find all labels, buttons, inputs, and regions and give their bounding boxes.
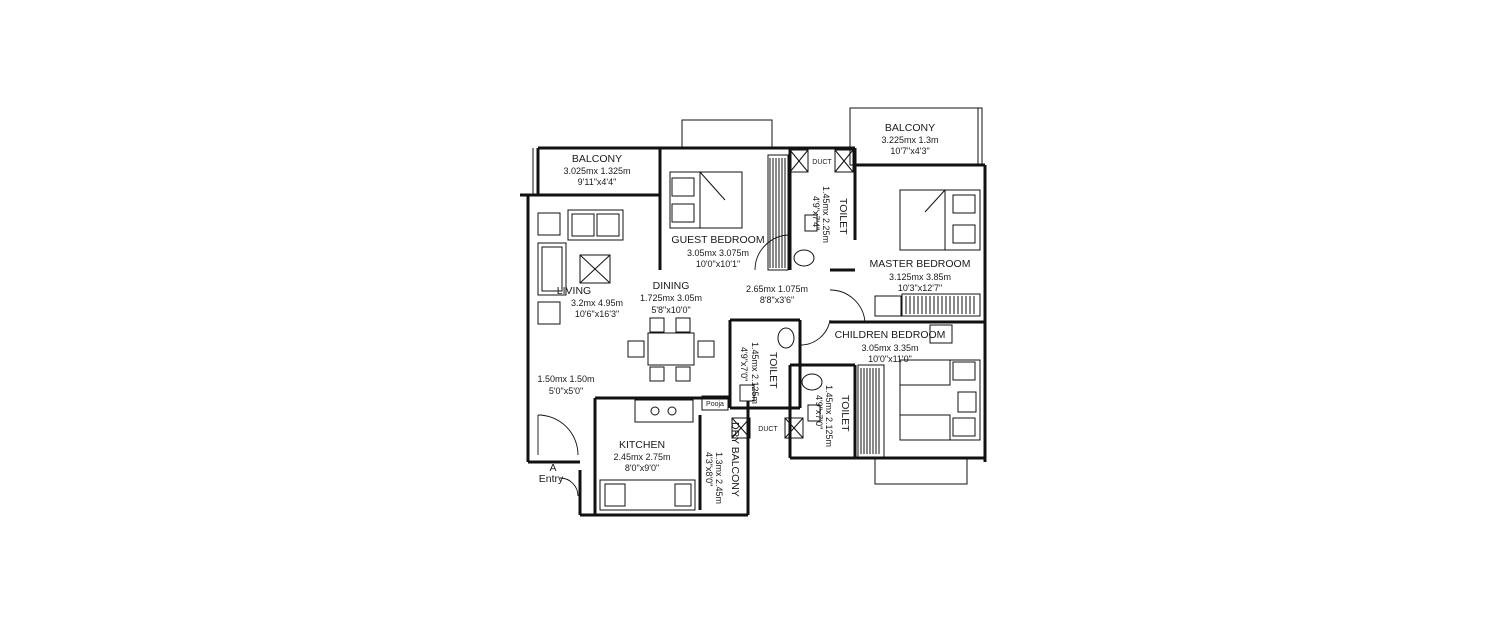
- toilet-bottom-name: TOILET: [839, 395, 851, 432]
- room-labels: BALCONY 3.025mx 1.325m 9'11"x4'4" BALCON…: [537, 122, 970, 504]
- living-area-m: 3.2mx 4.95m: [571, 298, 623, 308]
- balcony-right-area-ft: 10'7"x4'3": [890, 146, 929, 156]
- toilet-top-name: TOILET: [837, 198, 849, 235]
- balcony-right-name: BALCONY: [885, 122, 935, 134]
- entry-label: Entry: [539, 473, 564, 485]
- balcony-left-name: BALCONY: [572, 153, 622, 165]
- duct-tag-bottom: DUCT: [758, 426, 778, 433]
- foyer-area-ft: 5'0"x5'0": [549, 386, 583, 396]
- passage-area-ft: 8'8"x3'6": [760, 295, 794, 305]
- balcony-left-area-ft: 9'11"x4'4": [578, 177, 617, 187]
- living-area-ft: 10'6"x16'3": [575, 309, 619, 319]
- dining-area-m: 1.725mx 3.05m: [640, 293, 702, 303]
- master-bedroom-name: MASTER BEDROOM: [870, 258, 971, 270]
- toilet-top-area-ft: 4'9"x7'4": [811, 196, 821, 230]
- passage-area-m: 2.65mx 1.075m: [746, 284, 808, 294]
- dry-balcony-area-m: 1.3mx 2.45m: [714, 452, 724, 504]
- entry-mark: A: [549, 462, 556, 474]
- toilet-top-area-m: 1.45mx 2.25m: [821, 186, 831, 243]
- wardrobes: [767, 154, 981, 459]
- toilet-middle-area-m: 1.45mx 2.125m: [750, 342, 760, 404]
- guest-bedroom-area-ft: 10'0"x10'1": [696, 259, 740, 269]
- master-bedroom-area-ft: 10'3"x12'7": [898, 283, 942, 293]
- dry-balcony-area-ft: 4'3"x8'0": [704, 452, 714, 486]
- master-bedroom-area-m: 3.125mx 3.85m: [889, 272, 951, 282]
- children-bedroom-area-ft: 10'0"x11'0": [868, 354, 912, 364]
- guest-bedroom-area-m: 3.05mx 3.075m: [687, 248, 749, 258]
- balcony-left-area-m: 3.025mx 1.325m: [563, 166, 630, 176]
- dry-balcony-name: DRY BALCONY: [729, 422, 741, 497]
- kitchen-area-ft: 8'0"x9'0": [625, 463, 659, 473]
- duct-tag-top: DUCT: [812, 159, 832, 166]
- balcony-right-area-m: 3.225mx 1.3m: [881, 135, 938, 145]
- kitchen-name: KITCHEN: [619, 439, 665, 451]
- toilet-bottom-area-m: 1.45mx 2.125m: [824, 385, 834, 447]
- furniture: [537, 171, 981, 511]
- toilet-bottom-area-ft: 4'9"x7'0": [814, 395, 824, 429]
- kitchen-area-m: 2.45mx 2.75m: [613, 452, 670, 462]
- guest-bedroom-name: GUEST BEDROOM: [671, 234, 764, 246]
- children-bedroom-name: CHILDREN BEDROOM: [835, 329, 946, 341]
- toilet-middle-name: TOILET: [767, 352, 779, 389]
- pooja-tag: Pooja: [706, 401, 724, 408]
- dining-area-ft: 5'8"x10'0": [651, 305, 690, 315]
- dining-name: DINING: [653, 280, 690, 292]
- living-name: LIVING: [557, 285, 591, 297]
- foyer-area-m: 1.50mx 1.50m: [537, 374, 594, 384]
- toilet-middle-area-ft: 4'9"x7'0": [739, 347, 749, 381]
- children-bedroom-area-m: 3.05mx 3.35m: [861, 343, 918, 353]
- doors: [537, 234, 866, 497]
